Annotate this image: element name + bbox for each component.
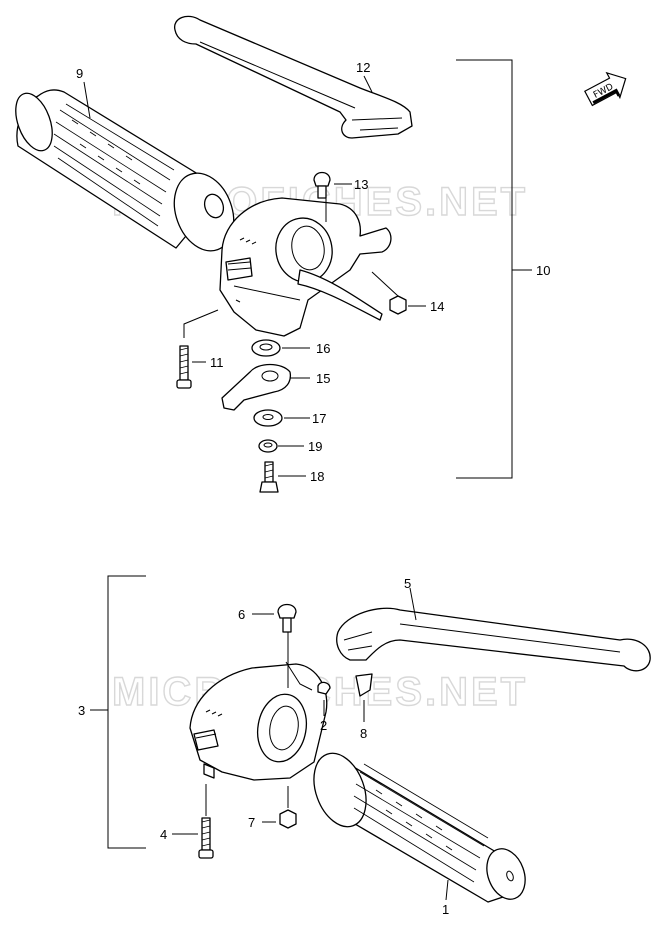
callout-11: 11 [210,355,224,370]
bracket-part-15 [221,363,292,411]
callout-10: 10 [536,263,550,278]
leader-lines [83,59,532,901]
callout-6: 6 [238,607,245,622]
grip-part-9 [15,89,235,252]
screw-part-13 [313,171,331,199]
switch-housing-part-10 [219,197,392,337]
lever-part-12 [174,15,413,139]
bolt-part-18 [259,461,279,493]
callout-2: 2 [320,718,327,733]
cap-part-2 [317,681,331,695]
callout-15: 15 [316,371,330,386]
callout-4: 4 [160,827,167,842]
nut-part-14 [389,295,407,315]
callout-12: 12 [356,60,370,75]
callout-1: 1 [442,902,449,917]
callout-8: 8 [360,726,367,741]
switch-housing-part-3 [189,661,328,781]
callout-16: 16 [316,341,330,356]
callout-14: 14 [430,299,444,314]
fwd-arrow-icon: FWD [584,71,627,107]
callouts: 12 9 13 10 14 11 16 15 17 19 18 5 6 3 2 … [76,60,550,917]
grip-part-1 [313,752,526,903]
callout-3: 3 [78,703,85,718]
callout-9: 9 [76,66,83,81]
callout-7: 7 [248,815,255,830]
washer-part-17 [253,409,283,427]
clip-part-8 [355,673,373,697]
lever-part-5 [336,607,651,672]
bolt-part-4 [198,817,214,859]
callout-19: 19 [308,439,322,454]
bolt-part-11 [176,345,192,389]
screw-part-6 [277,603,297,633]
nut-part-7 [279,809,297,829]
nut-part-19 [258,439,278,453]
callout-5: 5 [404,576,411,591]
callout-18: 18 [310,469,324,484]
callout-17: 17 [312,411,326,426]
washer-part-16 [251,339,281,357]
callout-13: 13 [354,177,368,192]
